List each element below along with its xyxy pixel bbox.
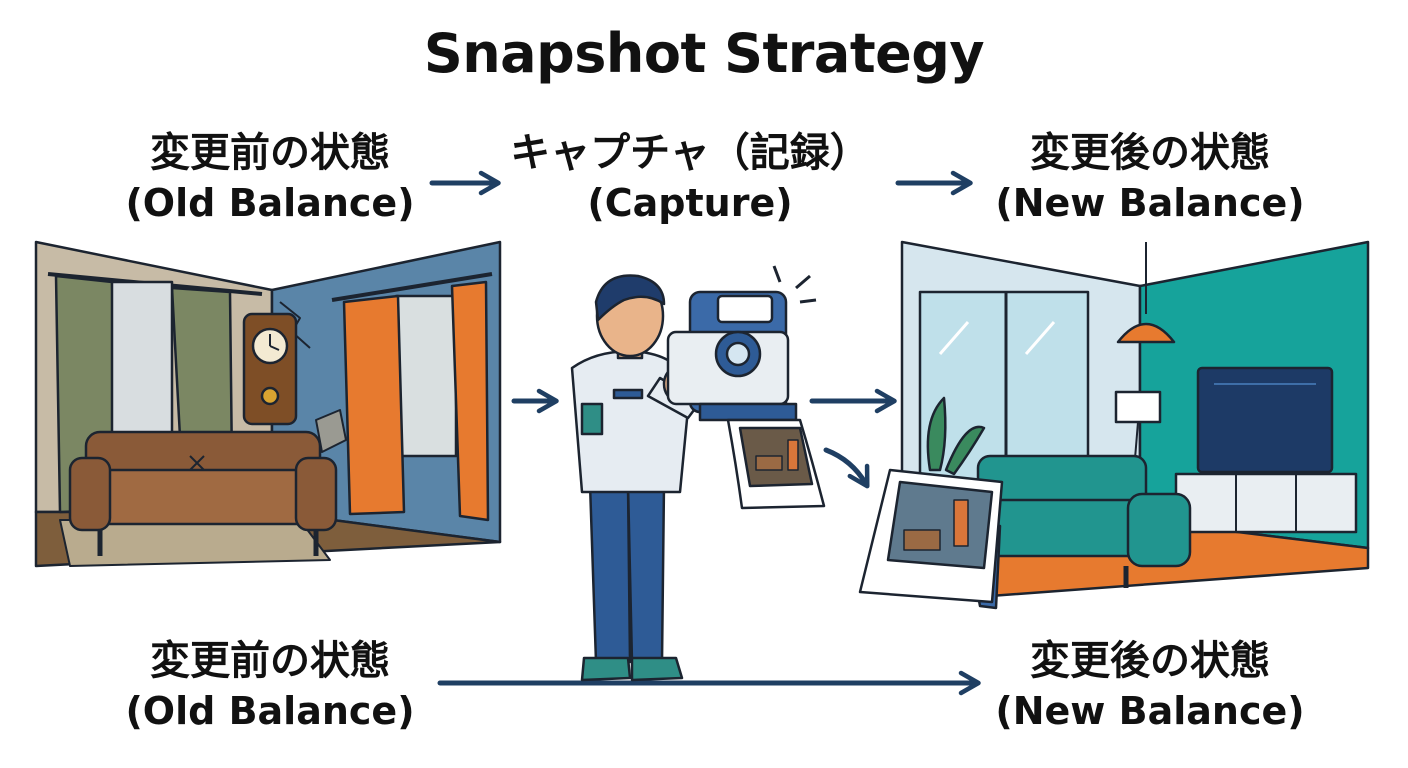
new-balance-en-bottom: (New Balance) xyxy=(995,689,1305,733)
old-balance-jp: 変更前の状態 xyxy=(150,130,390,176)
capture-en: (Capture) xyxy=(587,181,793,225)
old-room-illustration xyxy=(34,240,502,568)
old-balance-en: (Old Balance) xyxy=(125,181,415,225)
instant-photo-print-emerging xyxy=(726,418,826,510)
new-room-illustration xyxy=(900,240,1370,598)
new-balance-jp-bottom: 変更後の状態 xyxy=(1030,638,1270,684)
old-balance-label-top: 変更前の状態 (Old Balance) xyxy=(90,128,450,228)
new-balance-jp: 変更後の状態 xyxy=(1030,130,1270,176)
new-balance-label-bottom: 変更後の状態 (New Balance) xyxy=(960,636,1340,736)
old-balance-en-bottom: (Old Balance) xyxy=(125,689,415,733)
old-balance-jp-bottom: 変更前の状態 xyxy=(150,638,390,684)
new-balance-label-top: 変更後の状態 (New Balance) xyxy=(960,128,1340,228)
page-title: Snapshot Strategy xyxy=(423,22,985,85)
old-balance-label-bottom: 変更前の状態 (Old Balance) xyxy=(90,636,450,736)
arrow-print-to-photo xyxy=(823,447,870,489)
photographer-with-instant-camera xyxy=(570,274,702,682)
flow-arrows xyxy=(429,170,981,696)
new-balance-en: (New Balance) xyxy=(995,181,1305,225)
instant-photo-print xyxy=(858,468,1004,610)
capture-label: キャプチャ（記録） (Capture) xyxy=(480,128,900,228)
instant-camera-icon xyxy=(666,265,817,422)
capture-jp: キャプチャ（記録） xyxy=(510,130,870,176)
